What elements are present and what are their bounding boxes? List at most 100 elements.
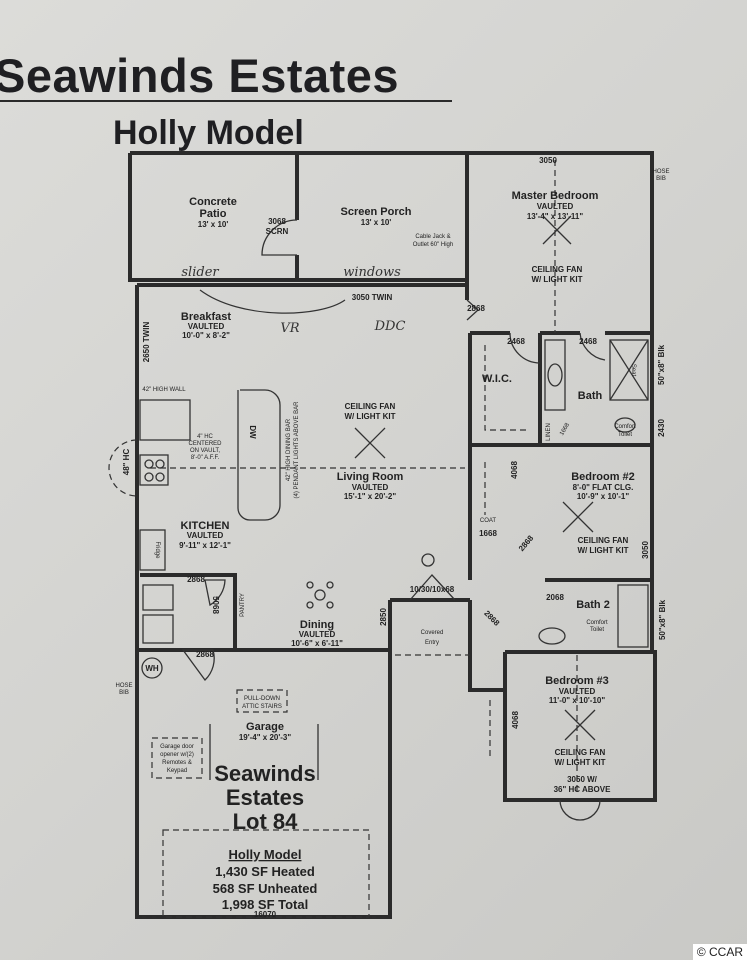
hose-bib-label: HOSE: [115, 683, 132, 689]
handwritten-note: slider: [181, 265, 219, 280]
fridge-label: Fridge: [154, 541, 160, 559]
master-size: 13'-4" x 13'-11": [527, 212, 584, 221]
handwritten-note: windows: [343, 265, 401, 280]
hood-note: 8'-0" A.F.F.: [191, 455, 220, 461]
door-dim: 2868: [187, 575, 205, 584]
linen-label: LINEN: [546, 423, 552, 441]
bedroom2-size: 10'-9" x 10'-1": [577, 492, 630, 501]
toilet-label: Toilet: [618, 432, 632, 438]
summary-heated: 1,430 SF Heated: [215, 864, 315, 879]
ceiling-fan-icon: [564, 709, 596, 741]
dishwasher-label: DW: [248, 425, 257, 439]
window-note: 3050 W/: [567, 775, 598, 784]
ceiling-fan-icon: [354, 427, 386, 459]
patio-label: Patio: [200, 208, 227, 220]
entry-label: Covered: [421, 630, 444, 636]
door-dim: 2468: [579, 337, 597, 346]
fan-note: W/ LIGHT KIT: [531, 275, 582, 284]
toilet-label: Toilet: [590, 627, 604, 633]
living-room-label: Living Room: [337, 471, 404, 483]
wic-label: W.I.C.: [482, 373, 512, 385]
door-dim: 2868: [467, 304, 485, 313]
patio-size: 13' x 10': [198, 220, 229, 229]
opener-note: Keypad: [167, 768, 187, 774]
opener-note: Garage door: [160, 744, 194, 750]
window-dim: 3050 TWIN: [352, 293, 393, 302]
lot-label: Lot 84: [233, 809, 299, 834]
breakfast-ceiling: VAULTED: [188, 322, 225, 331]
fixtures: [108, 160, 649, 918]
door-dim: 1668: [559, 422, 571, 437]
hose-bib-label: HOSE: [652, 169, 669, 175]
lot-label: Seawinds: [214, 761, 315, 786]
walls: [128, 151, 657, 919]
bedroom2-ceiling: 8'-0" FLAT CLG.: [573, 483, 634, 492]
summary-total: 1,998 SF Total: [222, 897, 308, 912]
pantry-door-dim: 5068: [211, 596, 220, 614]
fan-note: CEILING FAN: [345, 402, 396, 411]
garage-size: 19'-4" x 20'-3": [239, 733, 292, 742]
attic-note: PULL-DOWN: [244, 696, 280, 702]
hood-note: ON VAULT,: [190, 448, 220, 454]
pendant-note: (4) PENDANT LIGHTS ABOVE BAR: [294, 401, 300, 499]
window-dim: 2850: [379, 608, 388, 626]
bedroom3-size: 11'-0" x 10'-10": [549, 696, 606, 705]
opener-note: opener w/(2): [160, 752, 194, 758]
living-size: 15'-1" x 20'-2": [344, 492, 397, 501]
garage-door-dim: 16070: [254, 910, 277, 919]
bedroom3-label: Bedroom #3: [545, 675, 609, 687]
bath2-label: Bath 2: [576, 599, 610, 611]
master-bedroom-label: Master Bedroom: [512, 190, 599, 202]
coat-closet-label: COAT: [480, 518, 497, 524]
window-dim: 48" HC: [122, 449, 131, 476]
breakfast-size: 10'-0" x 8'-2": [182, 331, 230, 340]
kitchen-size: 9'-11" x 12'-1": [179, 541, 231, 550]
watermark: © CCAR: [692, 944, 747, 960]
window-dim: 3050: [641, 541, 650, 559]
door-dim: 2868: [517, 533, 536, 553]
master-ceiling: VAULTED: [537, 202, 574, 211]
fan-note: W/ LIGHT KIT: [577, 546, 628, 555]
kitchen-ceiling: VAULTED: [187, 531, 224, 540]
title-underline: [0, 100, 452, 102]
water-heater-label: WH: [145, 664, 159, 673]
ceiling-fan-icon: [562, 501, 594, 533]
window-dim: 50"x8" Blk: [657, 344, 666, 385]
garage-label: Garage: [246, 721, 284, 733]
cable-note: Cable Jack &: [415, 234, 450, 240]
screen-porch-label: Screen Porch: [341, 206, 412, 218]
door-size: 3068: [268, 217, 286, 226]
bath-label: Bath: [578, 390, 603, 402]
door-dim: 2868: [482, 609, 501, 628]
summary-model: Holly Model: [229, 847, 302, 862]
dining-ceiling: VAULTED: [299, 630, 336, 639]
shower-seat-label: Seat: [630, 364, 636, 377]
attic-note: ATTIC STAIRS: [242, 704, 282, 710]
bedroom3-ceiling: VAULTED: [559, 687, 596, 696]
closet-door-dim: 4068: [510, 461, 519, 479]
fan-note: CEILING FAN: [578, 536, 629, 545]
entry-door-dim: 10/30/10x68: [410, 585, 455, 594]
kitchen-label: KITCHEN: [181, 520, 230, 532]
bedroom2-label: Bedroom #2: [571, 471, 635, 483]
summary-unheated: 568 SF Unheated: [213, 881, 318, 896]
handwritten-initials: DDC: [374, 319, 406, 334]
fan-note: CEILING FAN: [532, 265, 583, 274]
ceiling-fan-icon: [542, 215, 572, 245]
patio-label: Concrete: [189, 196, 237, 208]
window-dim: 3050: [539, 156, 557, 165]
pantry-label: PANTRY: [240, 593, 246, 617]
door-type: SCRN: [266, 227, 289, 236]
toilet-label: Comfort: [614, 424, 636, 430]
fan-note: CEILING FAN: [555, 748, 606, 757]
wall-note: 42" HIGH WALL: [142, 387, 186, 393]
opener-note: Remotes &: [162, 760, 192, 766]
hose-bib-label: BIB: [119, 690, 129, 696]
fan-note: W/ LIGHT KIT: [554, 758, 605, 767]
dining-size: 10'-6" x 6'-11": [291, 639, 343, 648]
screen-porch-size: 13' x 10': [361, 218, 392, 227]
entry-label: Entry: [425, 640, 439, 646]
window-dim: 2430: [657, 419, 666, 437]
living-ceiling: VAULTED: [352, 483, 389, 492]
hose-bib-label: BIB: [656, 176, 666, 182]
